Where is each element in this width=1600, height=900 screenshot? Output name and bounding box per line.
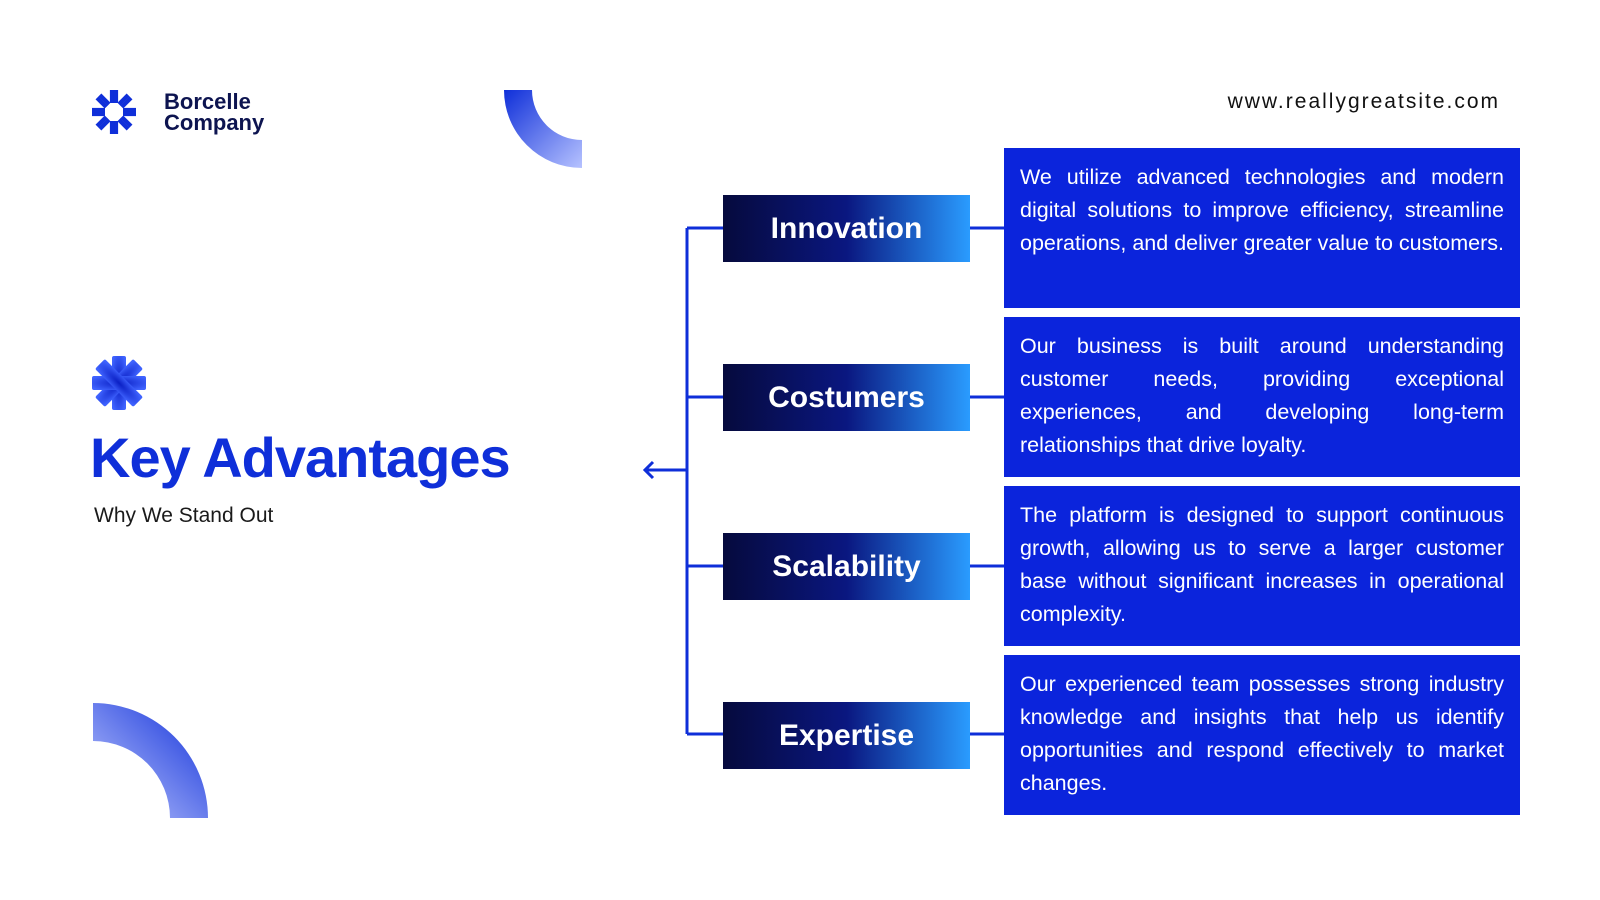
advantage-label-expertise: Expertise — [723, 702, 970, 769]
advantage-description-scalability: The platform is designed to support cont… — [1004, 486, 1520, 646]
advantage-label-costumers: Costumers — [723, 364, 970, 431]
decorative-arc-bottom — [93, 703, 208, 818]
page-title: Key Advantages — [90, 426, 511, 489]
decorative-arc-top — [504, 90, 582, 168]
page-subtitle: Why We Stand Out — [94, 504, 274, 527]
logo-burst-icon — [92, 90, 136, 134]
advantage-description-costumers: Our business is built around understandi… — [1004, 317, 1520, 477]
advantage-description-innovation: We utilize advanced technologies and mod… — [1004, 148, 1520, 308]
company-name-line1: Borcelle — [164, 89, 251, 114]
arrow-head-icon — [642, 460, 655, 480]
company-name-line2: Company — [164, 110, 265, 135]
company-name: Borcelle Company — [164, 89, 265, 135]
asterisk-icon — [92, 356, 146, 410]
website-link[interactable]: www.reallygreatsite.com — [1227, 90, 1500, 113]
advantage-description-expertise: Our experienced team possesses strong in… — [1004, 655, 1520, 815]
advantage-label-scalability: Scalability — [723, 533, 970, 600]
advantage-label-innovation: Innovation — [723, 195, 970, 262]
